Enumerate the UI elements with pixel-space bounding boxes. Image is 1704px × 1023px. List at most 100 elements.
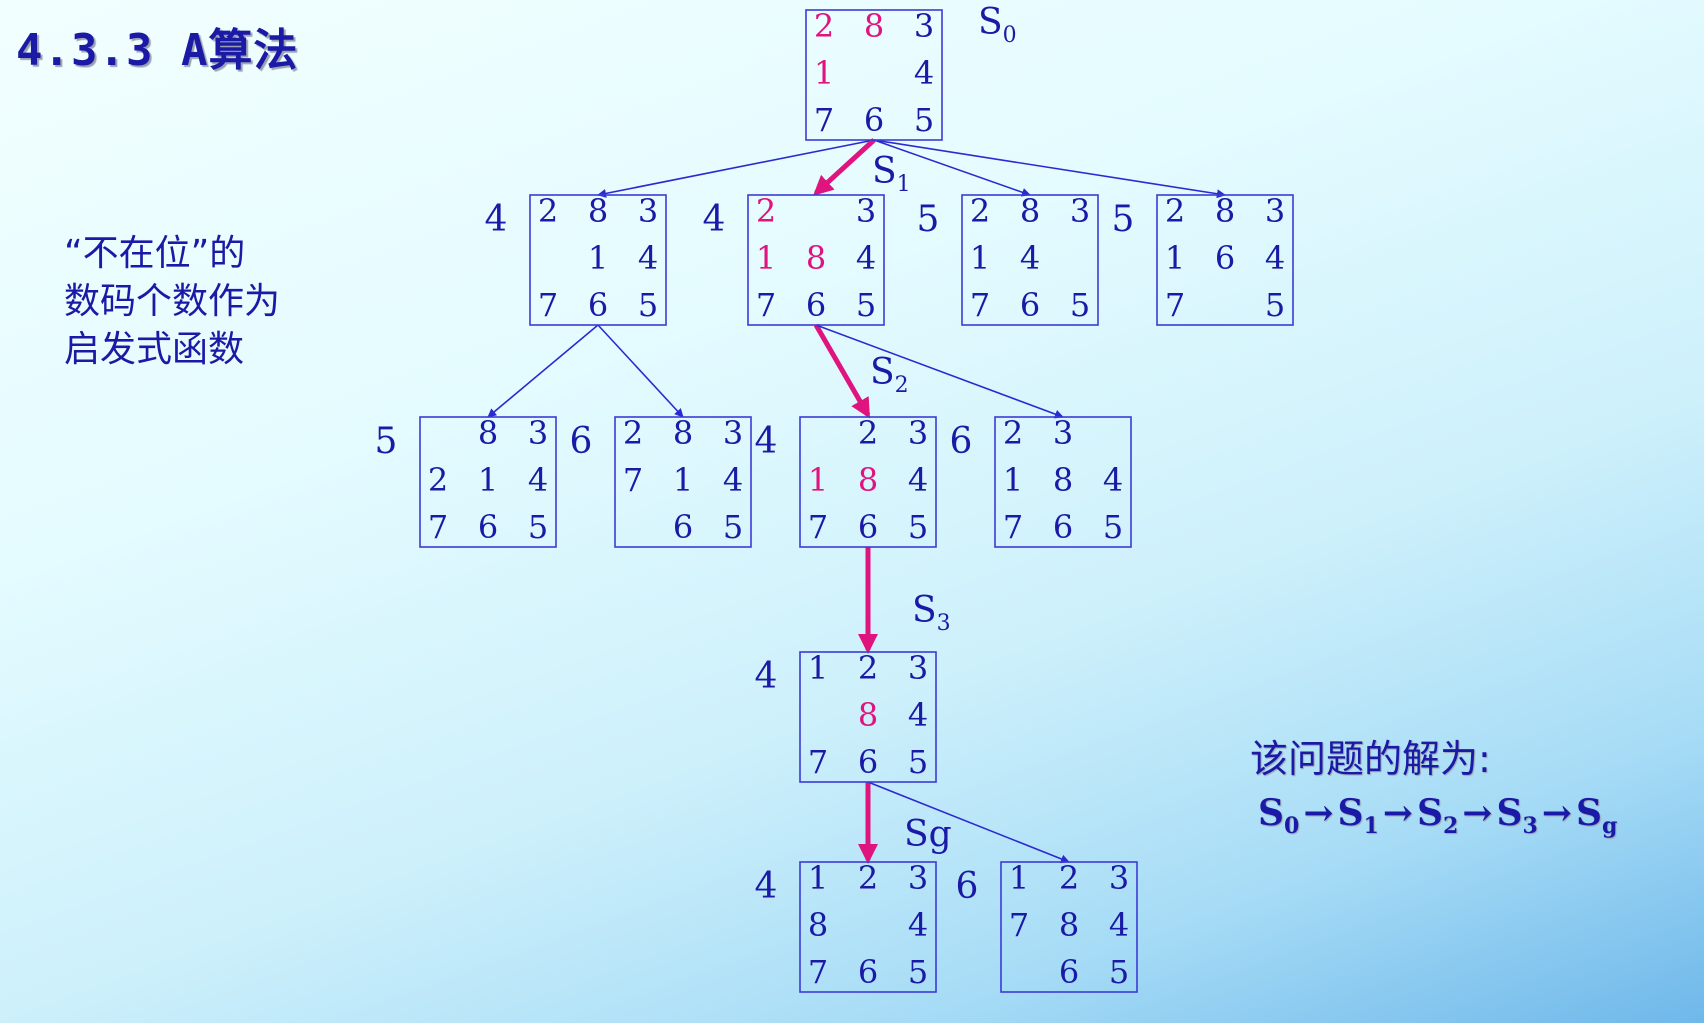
puzzle-tile: 6 [858, 743, 878, 781]
puzzle-tile: 4 [856, 239, 876, 277]
solution-label: 该问题的解为: [1250, 737, 1491, 781]
puzzle-tile: 1 [588, 239, 608, 277]
puzzle-board [799, 416, 937, 548]
puzzle-tile: 5 [723, 508, 743, 546]
solution-state: S2 [1416, 792, 1458, 839]
puzzle-board [1156, 194, 1294, 326]
edge-arrow [597, 324, 684, 418]
puzzle-tile: 3 [908, 414, 928, 452]
state-label-base: S [978, 2, 1003, 43]
puzzle-tile: 8 [673, 414, 693, 452]
puzzle-tile: 7 [1009, 906, 1029, 944]
puzzle-board [419, 416, 557, 548]
edge-arrow [873, 139, 1226, 199]
puzzle-tile: 8 [808, 906, 828, 944]
state-label-base: Sg [904, 814, 952, 855]
puzzle-tile: 1 [478, 461, 498, 499]
puzzle-tile: 2 [858, 649, 878, 687]
puzzle-board [994, 416, 1132, 548]
puzzle-tile: 5 [1109, 953, 1129, 991]
heuristic-value: 5 [917, 199, 940, 240]
solution-state: S1 [1337, 792, 1378, 839]
solution-state-base: S [1416, 792, 1443, 834]
solution-edge-arrow [813, 138, 876, 196]
puzzle-tile: 6 [588, 286, 608, 324]
right-arrow-icon: → [1541, 792, 1572, 834]
edge-arrow [487, 324, 599, 418]
puzzle-board [799, 651, 937, 783]
solution-state-base: S [1496, 792, 1523, 834]
heuristic-note-line: 数码个数作为 [64, 281, 281, 322]
edges-layer [487, 138, 1226, 864]
heuristic-value: 5 [375, 421, 398, 462]
edge-arrow [867, 781, 1070, 864]
puzzle-tile: 6 [858, 508, 878, 546]
solution-edge-arrow [813, 323, 871, 419]
puzzle-tile: 6 [478, 508, 498, 546]
puzzle-tile: 5 [1103, 508, 1123, 546]
puzzle-tile: 5 [856, 286, 876, 324]
puzzle-tile: 3 [1109, 859, 1129, 897]
puzzle-tile: 7 [756, 286, 776, 324]
solution-state-base: S [1258, 792, 1284, 834]
puzzle-tile: 2 [1165, 192, 1185, 230]
puzzle-board [529, 194, 667, 326]
state-label: Sg [904, 814, 952, 855]
heuristic-value: 4 [755, 866, 778, 907]
puzzle-tile: 5 [908, 953, 928, 991]
puzzle-tile: 2 [756, 192, 776, 230]
edge-arrow [815, 324, 1064, 419]
puzzle-tile: 2 [858, 414, 878, 452]
solution-state-base: S [1575, 792, 1602, 834]
puzzle-tile: 8 [1059, 906, 1079, 944]
puzzle-tile: 7 [970, 286, 990, 324]
puzzle-tile: 2 [814, 7, 834, 45]
heuristic-value: 4 [755, 656, 778, 697]
solution-state-subscript: 2 [1442, 813, 1459, 840]
puzzle-tile: 6 [806, 286, 826, 324]
puzzle-tile: 5 [914, 101, 934, 139]
puzzle-tile: 5 [1070, 286, 1090, 324]
puzzle-tile: 6 [1059, 953, 1079, 991]
heuristic-value: 6 [950, 421, 973, 462]
puzzle-tile: 7 [808, 743, 828, 781]
puzzle-tile: 7 [538, 286, 558, 324]
state-label-subscript: 2 [895, 373, 909, 398]
puzzle-tile: 7 [1003, 508, 1023, 546]
puzzle-tile: 3 [1265, 192, 1285, 230]
puzzle-tile: 7 [623, 461, 643, 499]
puzzle-tile: 3 [1053, 414, 1073, 452]
puzzle-tile: 4 [914, 54, 934, 92]
heuristic-value: 4 [485, 199, 508, 240]
solution-path: S0→S1→S2→S3→Sg [1258, 792, 1617, 839]
puzzle-board [1000, 861, 1138, 993]
puzzle-tile: 5 [908, 743, 928, 781]
puzzle-tile: 6 [1053, 508, 1073, 546]
puzzle-tile: 8 [858, 461, 878, 499]
puzzle-tile: 7 [428, 508, 448, 546]
puzzle-tile: 5 [1265, 286, 1285, 324]
puzzle-tile: 2 [623, 414, 643, 452]
state-label-base: S [870, 352, 895, 393]
puzzle-tile: 2 [970, 192, 990, 230]
heuristic-value: 5 [1112, 199, 1135, 240]
puzzle-board [805, 9, 943, 141]
puzzle-board [961, 194, 1099, 326]
edge-arrow [597, 139, 875, 198]
puzzle-tile: 8 [1053, 461, 1073, 499]
edge-arrow [873, 139, 1031, 197]
state-label: S1 [872, 151, 911, 197]
puzzle-tile: 3 [856, 192, 876, 230]
puzzle-tile: 8 [588, 192, 608, 230]
solution-state-subscript: 0 [1284, 813, 1300, 840]
puzzle-tile: 3 [908, 859, 928, 897]
heuristic-value: 6 [570, 421, 593, 462]
